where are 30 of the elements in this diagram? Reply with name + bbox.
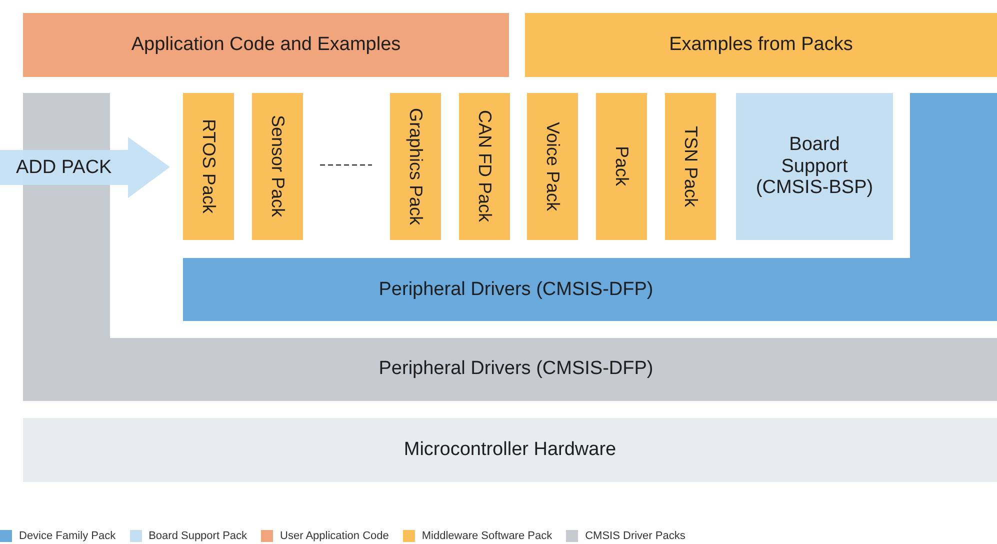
application-code-bar <box>23 13 509 77</box>
box-label: Board Support (CMSIS-BSP) <box>754 134 874 200</box>
legend-label: Board Support Pack <box>148 530 248 542</box>
pack-label: CAN FD Pack <box>474 110 495 223</box>
legend-label: Middleware Software Pack <box>422 530 552 542</box>
pack-box <box>459 93 510 240</box>
pack-box <box>183 93 234 240</box>
legend-label: User Application Code <box>280 530 389 542</box>
examples-bar <box>525 13 997 77</box>
hardware-bar <box>23 418 997 482</box>
pack-label: Graphics Pack <box>405 108 426 226</box>
pack-box <box>596 93 647 240</box>
pack-box <box>527 93 578 240</box>
pack-label: RTOS Pack <box>198 119 219 214</box>
board-support-box <box>736 93 893 240</box>
pack-label: TSN Pack <box>680 126 701 208</box>
box-label: Microcontroller Hardware <box>404 439 616 461</box>
arrow-label: ADD PACK <box>16 156 112 178</box>
box-label: Examples from Packs <box>669 34 853 56</box>
pack-label: Sensor Pack <box>267 115 288 218</box>
pack-box <box>665 93 716 240</box>
box-label: Application Code and Examples <box>131 34 401 56</box>
pack-label: Pack <box>611 146 632 187</box>
band-label: Peripheral Drivers (CMSIS-DFP) <box>378 279 654 301</box>
pack-box <box>390 93 441 240</box>
pack-label: Voice Pack <box>542 122 563 212</box>
legend-label: Device Family Pack <box>19 530 116 542</box>
pack-box <box>252 93 303 240</box>
legend-label: CMSIS Driver Packs <box>585 530 686 542</box>
band-label: Peripheral Drivers (CMSIS-DFP) <box>378 358 654 380</box>
